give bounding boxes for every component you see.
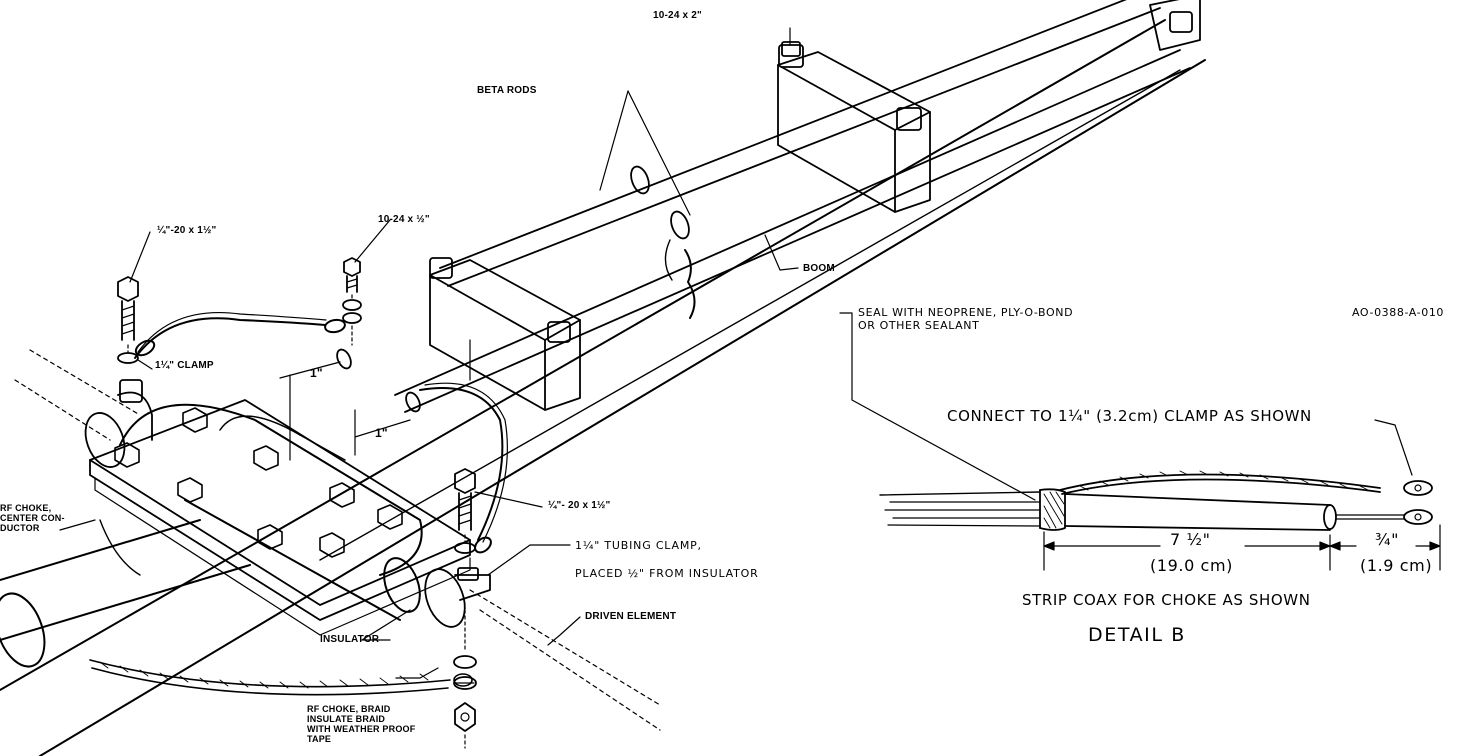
leader-lines — [59, 27, 799, 679]
label-clamp-small: 1¼" CLAMP — [155, 360, 214, 371]
label-dim-1b: 1" — [375, 426, 388, 440]
label-bolt-left: ¼"-20 x 1½" — [157, 225, 217, 236]
label-insulator: INSULATOR — [320, 634, 380, 645]
detail-dim-short: ¾" — [1375, 530, 1400, 549]
plate-bolts — [114, 407, 403, 558]
bolt-mid — [342, 257, 362, 346]
small-clamp-left — [84, 379, 153, 468]
driven-element-dashed — [14, 349, 661, 731]
label-tubing-clamp-2: PLACED ½" FROM INSULATOR — [575, 567, 759, 580]
top-mounting-clamp — [1149, 0, 1201, 51]
rod-support-block-rear — [777, 44, 931, 213]
detail-dim-long: 7 ½" — [1170, 530, 1211, 549]
label-rf-choke-braid: RF CHOKE, BRAID INSULATE BRAID WITH WEAT… — [307, 704, 416, 744]
detail-title: DETAIL B — [1088, 624, 1186, 646]
detail-part-number: AO-0388-A-010 — [1352, 306, 1445, 319]
rf-choke-wire-lower — [419, 382, 508, 554]
rod-support-block-front — [429, 257, 581, 411]
bolt-left — [117, 276, 139, 364]
detail-b-dimensions — [1043, 524, 1441, 571]
detail-dim-long-metric: (19.0 cm) — [1150, 556, 1233, 575]
rf-choke-wire-upper — [134, 311, 346, 359]
label-bolt-mid: 10-24 x ½" — [378, 214, 430, 225]
label-beta-rods: BETA RODS — [477, 85, 537, 96]
bolt-top — [781, 41, 801, 57]
detail-seal-note: SEAL WITH NEOPRENE, PLY-O-BOND OR OTHER … — [858, 306, 1074, 332]
coax-cable — [879, 470, 1433, 531]
driven-element-left-tube — [0, 519, 251, 668]
detail-connect-note: CONNECT TO 1¼" (3.2cm) CLAMP AS SHOWN — [947, 407, 1312, 425]
label-dim-1a: 1" — [310, 366, 323, 380]
label-rf-choke-center: RF CHOKE, CENTER CON- DUCTOR — [0, 503, 65, 533]
bolt-right — [454, 468, 476, 554]
tubing-clamp-right — [424, 567, 491, 628]
label-boom: BOOM — [803, 263, 835, 274]
label-bolt-top: 10-24 x 2" — [653, 10, 702, 21]
beta-rods — [336, 0, 1191, 413]
boom-tube — [0, 19, 1206, 756]
mounting-plate — [89, 399, 471, 636]
rf-choke-center-lead — [99, 519, 141, 576]
label-tubing-clamp-1: 1¼" TUBING CLAMP, — [575, 539, 702, 552]
detail-dim-short-metric: (1.9 cm) — [1360, 556, 1433, 575]
label-driven-element: DRIVEN ELEMENT — [585, 611, 677, 622]
detail-strip-note: STRIP COAX FOR CHOKE AS SHOWN — [1022, 591, 1311, 609]
rf-choke-braid — [89, 659, 473, 696]
label-bolt-right: ¼"- 20 x 1½" — [548, 500, 611, 511]
detail-b-leader — [839, 312, 1413, 501]
element-clamp-tubes — [119, 403, 423, 621]
